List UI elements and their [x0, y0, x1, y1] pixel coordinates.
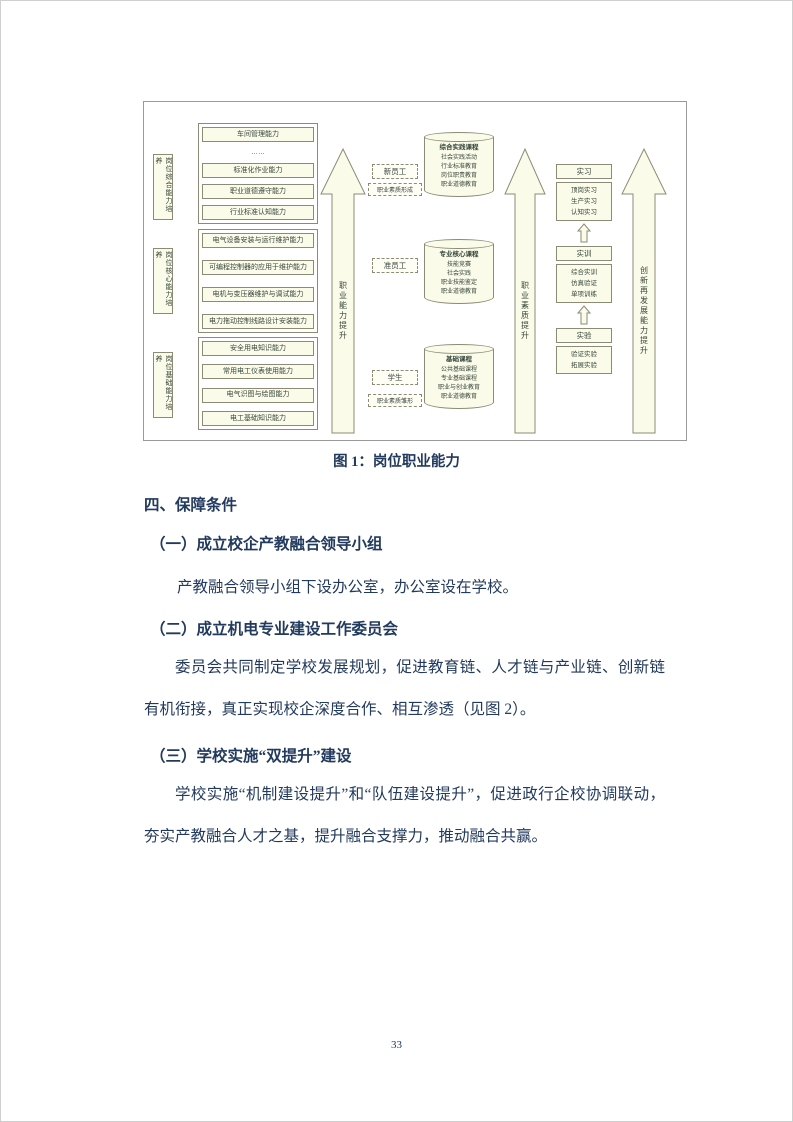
practice-body-experiment: 验证实验 拓展实验 — [556, 346, 612, 374]
ellipsis-row: …… — [251, 148, 265, 156]
practice-line: 拓展实验 — [571, 362, 597, 369]
cylinder-line: 岗位职责教育 — [440, 173, 477, 179]
subsection-title-2: （二）成立机电专业建设工作委员会 — [150, 621, 399, 638]
figure-caption: 图 1：岗位职业能力 — [333, 454, 460, 470]
arrow-label: 职业素质提升 — [520, 281, 530, 341]
cylinder-body: 综合实践课程 社会实践活动 行业标准教育 岗位职责教育 职业道德教育 — [424, 137, 494, 197]
practice-title-training: 实训 — [556, 246, 612, 261]
cylinder-body: 专业核心课程 技能竞赛 社会实践 职业技能鉴定 职业道德教育 — [424, 244, 494, 304]
stage-new-employee: 新员工 — [372, 164, 418, 179]
paragraph-3: 学校实施“机制建设提升”和“队伍建设提升”，促进政行企校协调联动，夯实产教融合人… — [144, 786, 665, 845]
ability-box: 电工基础知识能力 — [202, 410, 314, 426]
cylinder-line: 社会实践 — [446, 271, 471, 277]
page-number: 33 — [391, 1039, 402, 1051]
practice-line: 综合实训 — [571, 269, 597, 276]
practice-line: 仿真验证 — [571, 280, 597, 287]
ability-group-comprehensive: 车间管理能力 …… 标准化作业能力 职业道德遵守能力 行业标准认知能力 — [198, 123, 318, 224]
practice-line: 认知实习 — [571, 209, 597, 216]
practice-line: 顶岗实习 — [571, 187, 597, 194]
up-arrow-quality-icon: 职业素质提升 — [504, 148, 546, 434]
cylinder-core-courses: 专业核心课程 技能竞赛 社会实践 职业技能鉴定 职业道德教育 — [424, 239, 494, 304]
cylinder-line: 技能竞赛 — [446, 262, 471, 268]
stage-quasi-employee: 准员工 — [372, 258, 418, 273]
cylinder-line: 职业技能鉴定 — [440, 280, 477, 286]
connector-up-arrow-icon — [576, 223, 592, 243]
practice-line: 单项训练 — [571, 291, 597, 298]
paragraph-1: 产教融合领导小组下设办公室，办公室设在学校。 — [177, 579, 519, 596]
cylinder-line: 专业基础课程 — [440, 376, 477, 382]
ability-group-basic: 安全用电知识能力 常用电工仪表使用能力 电气识图与绘图能力 电工基础知识能力 — [198, 337, 318, 430]
paragraph-2: 委员会共同制定学校发展规划，促进教育链、人才链与产业链、创新链有机衔接，真正实现… — [144, 659, 665, 718]
ability-box: 职业道德遵守能力 — [202, 184, 314, 200]
ability-box: 电力拖动控制线路设计安装能力 — [202, 314, 314, 329]
ability-box: 车间管理能力 — [202, 127, 314, 142]
practice-title-internship: 实习 — [556, 164, 612, 179]
cylinder-line: 社会实践活动 — [440, 155, 477, 161]
practice-body-training: 综合实训 仿真验证 单项训练 — [556, 264, 612, 303]
cylinder-top — [424, 132, 494, 142]
cylinder-line: 职业道德教育 — [440, 289, 477, 295]
ability-box: 常用电工仪表使用能力 — [202, 364, 314, 380]
section-heading: 四、保障条件 — [144, 497, 238, 514]
ability-box: 电气识图与绘图能力 — [202, 387, 314, 403]
cylinder-title: 基础课程 — [446, 356, 472, 363]
ability-group-core: 电气设备安装与运行维护能力 可编程控制器的应用于维护能力 电机与变压器维护与调试… — [198, 229, 318, 333]
up-arrow-innovation-icon: 创新再发展能力提升 — [621, 148, 667, 434]
subsection-title-1: （一）成立校企产教融合领导小组 — [150, 536, 383, 553]
cylinder-line: 职业道德教育 — [440, 394, 477, 400]
stage-new-employee-sub: 职业素质形成 — [368, 183, 422, 196]
stage-student: 学生 — [372, 370, 418, 385]
side-label-core-ability: 岗位核心能力培养 — [153, 248, 173, 314]
ability-box: 电气设备安装与运行维护能力 — [202, 233, 314, 248]
cylinder-comprehensive-practice-courses: 综合实践课程 社会实践活动 行业标准教育 岗位职责教育 职业道德教育 — [424, 132, 494, 197]
cylinder-basic-courses: 基础课程 公共基础课程 专业基础课程 职业与创业教育 职业道德教育 — [424, 344, 494, 409]
practice-title-experiment: 实验 — [556, 328, 612, 343]
ability-box: 行业标准认知能力 — [202, 205, 314, 220]
side-label-comprehensive-ability: 岗位综合能力培养 — [153, 154, 173, 220]
ability-box: 标准化作业能力 — [202, 163, 314, 179]
cylinder-title: 专业核心课程 — [439, 251, 479, 258]
arrow-label: 职业能力提升 — [338, 281, 348, 341]
cylinder-line: 行业标准教育 — [440, 164, 477, 170]
ability-box: 安全用电知识能力 — [202, 341, 314, 356]
figure-1-diagram: 岗位综合能力培养 岗位核心能力培养 岗位基础能力培养 车间管理能力 …… 标准化… — [143, 101, 687, 441]
cylinder-line: 公共基础课程 — [440, 367, 477, 373]
cylinder-title: 综合实践课程 — [439, 144, 479, 151]
stage-student-sub: 职业素质雏形 — [368, 394, 422, 407]
practice-line: 验证实验 — [571, 351, 597, 358]
cylinder-body: 基础课程 公共基础课程 专业基础课程 职业与创业教育 职业道德教育 — [424, 349, 494, 409]
up-arrow-ability-icon: 职业能力提升 — [320, 148, 366, 434]
ability-box: 可编程控制器的应用于维护能力 — [202, 260, 314, 275]
arrow-label: 创新再发展能力提升 — [639, 266, 649, 356]
side-label-basic-ability: 岗位基础能力培养 — [153, 352, 173, 418]
cylinder-line: 职业道德教育 — [440, 182, 477, 188]
practice-body-internship: 顶岗实习 生产实习 认知实习 — [556, 182, 612, 221]
ability-box: 电机与变压器维护与调试能力 — [202, 287, 314, 302]
connector-up-arrow-icon — [576, 305, 592, 325]
subsection-title-3: （三）学校实施“双提升”建设 — [150, 748, 352, 765]
cylinder-line: 职业与创业教育 — [437, 385, 480, 391]
cylinder-top — [424, 239, 494, 249]
cylinder-top — [424, 344, 494, 354]
practice-line: 生产实习 — [571, 198, 597, 205]
